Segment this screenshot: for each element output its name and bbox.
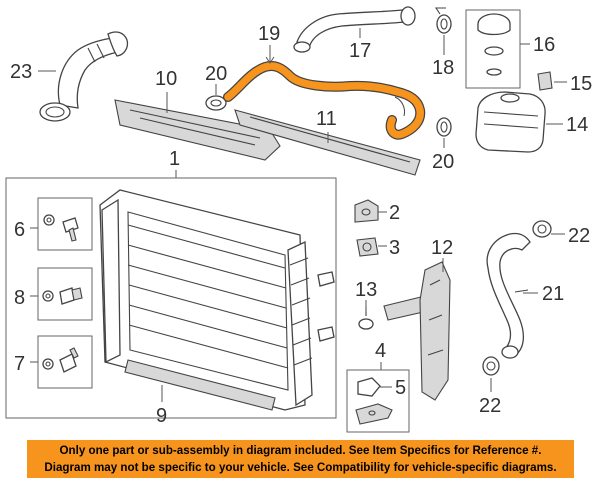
part-8-box <box>37 267 93 321</box>
part-18-clamp <box>434 7 452 34</box>
part-12-side-baffle <box>419 261 451 401</box>
part-17-hose <box>293 6 416 53</box>
part-14-reservoir <box>475 91 546 153</box>
part-22-clamp-upper <box>532 220 552 238</box>
callout-11: 11 <box>316 108 337 130</box>
callout-20-upper: 20 <box>205 63 227 85</box>
part-4-box <box>346 369 410 433</box>
parts-diagram: 23 10 20 19 17 18 1 <box>5 6 592 433</box>
part-6-box <box>37 197 93 251</box>
part-3-insulator <box>356 237 379 257</box>
callout-18: 18 <box>432 57 454 79</box>
callout-21: 21 <box>542 283 564 305</box>
part-23-hose <box>39 31 129 122</box>
part-1-radiator <box>99 189 335 411</box>
callout-1: 1 <box>169 148 180 170</box>
callout-2: 2 <box>389 202 400 224</box>
part-22-clamp-lower <box>482 356 500 376</box>
part-16-cap <box>477 13 511 76</box>
callout-23: 23 <box>10 61 32 83</box>
callout-13: 13 <box>355 279 377 301</box>
callout-22-lower: 22 <box>479 395 501 417</box>
part-9-baffle <box>124 359 276 411</box>
callout-7: 7 <box>14 353 25 375</box>
part-20-clamp-lower <box>436 117 452 137</box>
part-19-highlighted-hose <box>223 61 426 140</box>
callout-9: 9 <box>156 405 167 427</box>
callout-19: 19 <box>258 23 280 45</box>
callout-14: 14 <box>566 114 588 136</box>
part-2-bracket <box>354 199 379 223</box>
part-5-mount <box>355 377 393 425</box>
callout-16: 16 <box>533 34 555 56</box>
callout-17: 17 <box>349 40 371 62</box>
callout-6: 6 <box>14 219 25 241</box>
callout-20-lower: 20 <box>432 151 454 173</box>
callout-4: 4 <box>375 340 386 362</box>
part-8-grommet <box>42 287 83 305</box>
callout-3: 3 <box>389 237 400 259</box>
part-7-plug <box>42 347 79 373</box>
callout-5: 5 <box>395 377 406 399</box>
callout-8: 8 <box>14 287 25 309</box>
callout-22-upper: 22 <box>568 225 590 247</box>
callout-10: 10 <box>155 68 177 90</box>
callout-15: 15 <box>570 73 592 95</box>
part-20-clamp-upper <box>205 95 227 111</box>
disclaimer-banner: Only one part or sub-assembly in diagram… <box>27 440 574 478</box>
part-6-bolt <box>43 214 79 242</box>
part-15-clip <box>537 71 553 91</box>
part-21-lower-hose <box>486 232 531 359</box>
part-10-upper-shield <box>114 99 281 161</box>
callout-12: 12 <box>431 237 453 259</box>
disclaimer-line-2: Diagram may not be specific to your vehi… <box>44 461 557 474</box>
part-16-box <box>465 9 521 89</box>
part-1-radiator-box <box>5 177 337 419</box>
disclaimer-line-1: Only one part or sub-assembly in diagram… <box>59 444 542 457</box>
